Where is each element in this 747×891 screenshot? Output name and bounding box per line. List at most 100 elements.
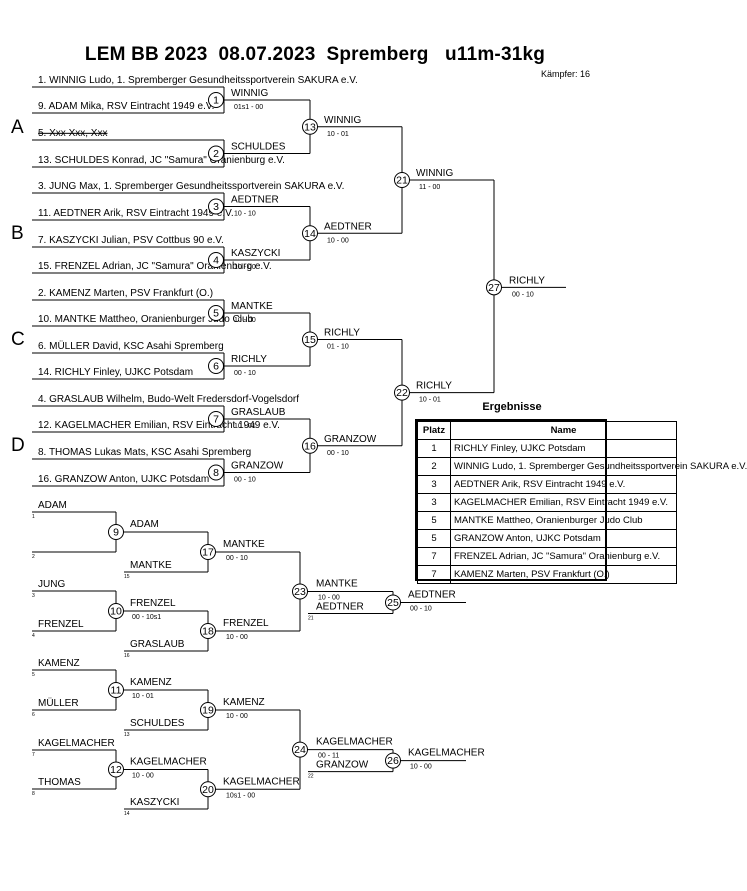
bout-number: 25 (387, 597, 399, 609)
winner-name: ADAM (130, 519, 159, 530)
results-place: 3 (417, 493, 451, 512)
results-place: 5 (417, 529, 451, 548)
repechage-drop-name: AEDTNER (316, 602, 364, 613)
entry-label: 1. WINNIG Ludo, 1. Spremberger Gesundhei… (38, 75, 358, 86)
bout-number: 14 (304, 228, 316, 240)
winner-name: MANTKE (231, 301, 273, 312)
results-place: 5 (417, 511, 451, 530)
bout-score: 10s1 - 00 (226, 792, 255, 799)
bout-score: 10 - 00 (132, 773, 154, 780)
bout-number: 7 (213, 414, 219, 426)
bout-circle (394, 384, 410, 401)
bout-score: 10 - 10 (234, 211, 256, 218)
repechage-drop-name: MANTKE (130, 560, 172, 571)
entry-label: 8. THOMAS Lukas Mats, KSC Asahi Sprember… (38, 447, 251, 458)
winner-name: RICHLY (416, 381, 452, 392)
bout-circle (292, 583, 308, 600)
bout-number: 20 (202, 784, 214, 796)
winner-name: KAGELMACHER (223, 776, 300, 787)
bout-circle (208, 411, 224, 427)
bout-score: 10 - 00 (226, 713, 248, 720)
repechage-seed-name: THOMAS (38, 777, 81, 788)
bout-circle (486, 279, 502, 296)
winner-name: KASZYCKI (231, 248, 280, 259)
bout-number: 16 (304, 440, 316, 452)
winner-name: AEDTNER (408, 590, 456, 601)
results-name: KAMENZ Marten, PSV Frankfurt (O.) (450, 565, 677, 584)
winner-name: KAMENZ (130, 677, 172, 688)
repechage-seed-no: 7 (32, 752, 35, 758)
bout-number: 10 (110, 606, 122, 618)
bout-score: 00 - 10 (327, 450, 349, 457)
bout-circle (200, 544, 216, 560)
winner-name: KAMENZ (223, 697, 265, 708)
winner-name: WINNIG (324, 115, 361, 126)
repechage-seed-name: MÜLLER (38, 697, 79, 709)
bout-score: 00 - 10 (234, 477, 256, 484)
repechage-seed-no: 8 (32, 791, 35, 797)
bout-score: 11 - 00 (419, 184, 440, 191)
bout-number: 3 (213, 201, 219, 213)
bracket-lines: 1. WINNIG Ludo, 1. Spremberger Gesundhei… (32, 75, 566, 817)
results-name: WINNIG Ludo, 1. Spremberger Gesundheitss… (450, 457, 747, 476)
bout-score: 00 - 11 (318, 753, 339, 760)
bout-circle (200, 623, 216, 639)
bout-score: 10 - 00 (226, 634, 248, 641)
pool-label-c: C (11, 329, 25, 350)
entry-label: 15. FRENZEL Adrian, JC "Samura" Oranienb… (38, 261, 272, 272)
bout-score: 10 - 01 (327, 131, 349, 138)
winner-name: FRENZEL (223, 618, 269, 629)
bout-number: 21 (396, 175, 408, 187)
repechage-seed-no: 3 (32, 593, 35, 599)
repechage-drop-no: 13 (124, 732, 130, 738)
bout-circle (200, 702, 216, 718)
bout-number: 1 (213, 95, 219, 107)
pool-label-d: D (11, 435, 25, 456)
winner-name: MANTKE (223, 539, 265, 550)
entry-label: 2. KAMENZ Marten, PSV Frankfurt (O.) (38, 288, 213, 299)
results-place: 3 (417, 475, 451, 494)
repechage-seed-no: 6 (32, 712, 35, 718)
bout-number: 17 (202, 547, 214, 559)
repechage-seed-no: 1 (32, 514, 35, 520)
bout-number: 5 (213, 308, 219, 320)
bout-number: 19 (202, 705, 214, 717)
results-name: RICHLY Finley, UJKC Potsdam (450, 439, 677, 458)
bout-score: 10 - 01 (234, 423, 256, 430)
winner-name: RICHLY (231, 354, 267, 365)
winner-name: RICHLY (509, 275, 545, 286)
bout-score: 00 - 10 (410, 606, 432, 613)
results-name: GRANZOW Anton, UJKC Potsdam (450, 529, 677, 548)
repechage-drop-no: 22 (308, 774, 314, 780)
bout-number: 11 (111, 685, 122, 697)
repechage-seed-name: FRENZEL (38, 619, 84, 630)
bout-circle (208, 92, 224, 108)
bout-circle (108, 761, 124, 778)
bout-circle (108, 524, 124, 540)
results-header-row: Platz Name (417, 421, 677, 440)
bout-number: 8 (213, 467, 219, 479)
entry-label: 6. MÜLLER David, KSC Asahi Spremberg (38, 340, 224, 352)
bout-circle (208, 252, 224, 268)
repechage-drop-name: KASZYCKI (130, 797, 179, 808)
bout-score: 00 - 10 (234, 370, 256, 377)
results-place: 1 (417, 439, 451, 458)
bout-score: 10 - 00 (234, 264, 256, 271)
results-header-name: Name (450, 421, 677, 440)
bout-score: 10 - 00 (327, 237, 349, 244)
bout-circle (208, 464, 224, 481)
entry-label: 3. JUNG Max, 1. Spremberger Gesundheitss… (38, 181, 344, 192)
bout-number: 23 (294, 586, 306, 598)
repechage-seed-name: ADAM (38, 500, 67, 511)
bout-circle (302, 225, 318, 242)
bout-number: 24 (294, 744, 306, 756)
repechage-drop-name: GRANZOW (316, 760, 369, 771)
results-header-place: Platz (417, 421, 451, 440)
bout-number: 12 (110, 764, 122, 776)
entry-label: 5. Xxx Xxx, Xxx (38, 128, 107, 139)
bout-number: 22 (396, 387, 408, 399)
repechage-seed-no: 2 (32, 554, 35, 560)
page-title: LEM BB 2023 08.07.2023 Spremberg u11m-31… (84, 44, 546, 65)
